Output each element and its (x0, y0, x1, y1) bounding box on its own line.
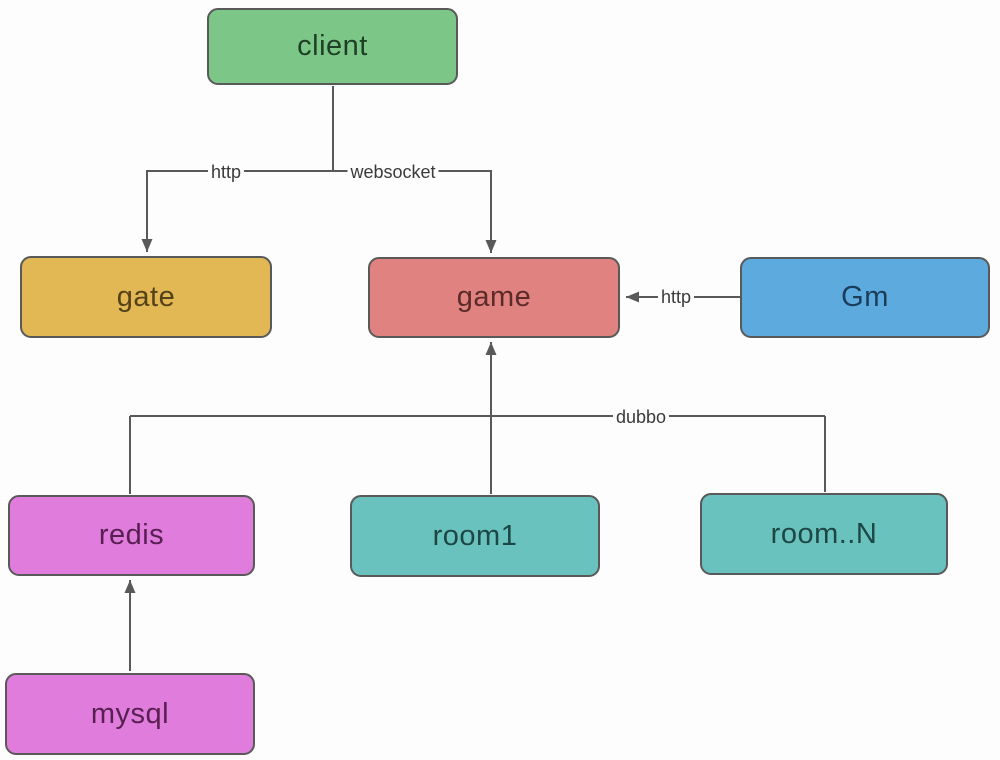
edge-label-client-gate-http: http (207, 161, 245, 183)
edge-label-gm-game-http: http (657, 286, 695, 308)
node-mysql-label: mysql (90, 697, 170, 730)
node-client-label: client (297, 30, 368, 62)
node-roomN[interactable]: room..N (700, 493, 948, 575)
node-gate-label: gate (116, 280, 176, 313)
edge-label-client-game-websocket: websocket (347, 161, 439, 183)
node-redis[interactable]: redis (8, 495, 255, 576)
node-room1[interactable]: room1 (350, 495, 600, 577)
node-gate[interactable]: gate (20, 256, 272, 338)
node-gm[interactable]: Gm (740, 257, 990, 338)
node-room1-label: room1 (432, 519, 518, 552)
edge-client-game (333, 170, 497, 253)
node-gm-label: Gm (841, 281, 889, 313)
node-roomN-label: room..N (770, 517, 878, 550)
edge-label-dubbo: dubbo (612, 406, 670, 428)
node-redis-label: redis (98, 519, 165, 551)
node-mysql[interactable]: mysql (5, 673, 255, 755)
edge-client-gate (141, 170, 333, 252)
node-client[interactable]: client (207, 8, 458, 85)
node-game-label: game (456, 281, 532, 313)
node-game[interactable]: game (368, 257, 620, 338)
